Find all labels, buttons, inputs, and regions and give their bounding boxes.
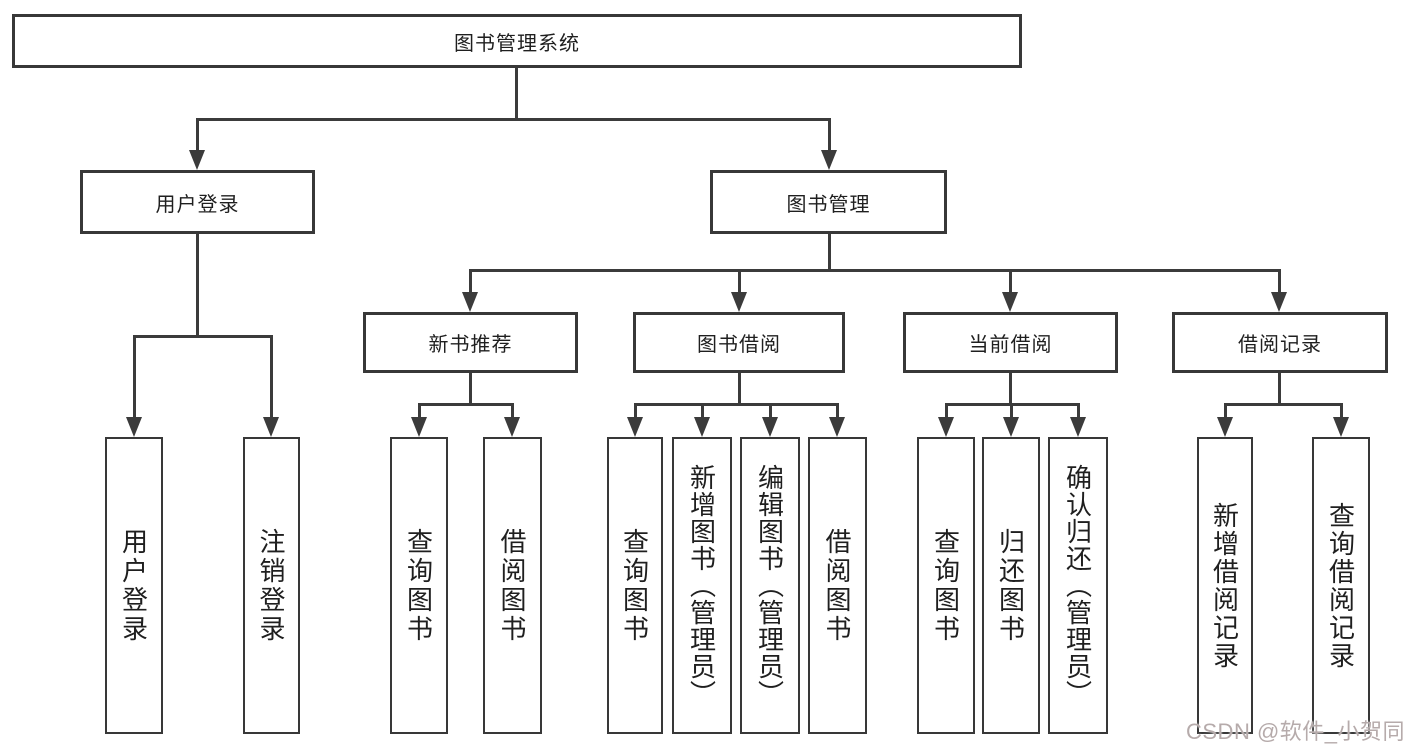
connector-line <box>828 234 831 272</box>
node-book-borrow: 图书借阅 <box>633 312 845 373</box>
arrow-down-icon <box>1070 417 1086 437</box>
arrow-down-icon <box>1002 292 1018 312</box>
leaf-edit-books-admin: 编辑图书（管理员） <box>740 437 800 734</box>
connector-line <box>133 335 273 338</box>
leaf-query-borrow-record: 查询借阅记录 <box>1312 437 1370 734</box>
arrow-down-icon <box>938 417 954 437</box>
leaf-borrow-books-recommend: 借阅图书 <box>483 437 542 734</box>
connector-line <box>1340 403 1343 419</box>
connector-line <box>1278 373 1281 406</box>
arrow-down-icon <box>762 417 778 437</box>
connector-line <box>1224 403 1227 419</box>
connector-line <box>1278 269 1281 295</box>
arrow-down-icon <box>462 292 478 312</box>
arrow-down-icon <box>263 417 279 437</box>
connector-line <box>418 403 514 406</box>
node-root: 图书管理系统 <box>12 14 1022 68</box>
connector-line <box>1010 403 1013 419</box>
connector-line <box>515 68 518 120</box>
connector-line <box>1009 373 1012 406</box>
connector-line <box>701 403 704 419</box>
connector-line <box>738 373 741 406</box>
arrow-down-icon <box>189 150 205 170</box>
leaf-add-borrow-record: 新增借阅记录 <box>1197 437 1253 734</box>
connector-line <box>945 403 948 419</box>
arrow-down-icon <box>1217 417 1233 437</box>
leaf-return-books: 归还图书 <box>982 437 1040 734</box>
leaf-borrow-books: 借阅图书 <box>808 437 867 734</box>
connector-line <box>634 403 637 419</box>
leaf-query-books-current: 查询图书 <box>917 437 975 734</box>
leaf-query-books-recommend: 查询图书 <box>390 437 448 734</box>
node-new-book-recommend: 新书推荐 <box>363 312 578 373</box>
arrow-down-icon <box>821 150 837 170</box>
connector-line <box>1077 403 1080 419</box>
arrow-down-icon <box>694 417 710 437</box>
arrow-down-icon <box>1003 417 1019 437</box>
arrow-down-icon <box>1271 292 1287 312</box>
connector-line <box>511 403 514 419</box>
leaf-logout: 注销登录 <box>243 437 300 734</box>
connector-line <box>634 403 839 406</box>
connector-line <box>469 373 472 406</box>
leaf-user-login: 用户登录 <box>105 437 163 734</box>
node-book-management: 图书管理 <box>710 170 947 234</box>
connector-line <box>196 118 199 152</box>
node-user-login: 用户登录 <box>80 170 315 234</box>
arrow-down-icon <box>504 417 520 437</box>
connector-line <box>270 335 273 419</box>
leaf-query-books-borrow: 查询图书 <box>607 437 663 734</box>
arrow-down-icon <box>731 292 747 312</box>
arrow-down-icon <box>829 417 845 437</box>
connector-line <box>1224 403 1343 406</box>
connector-line <box>133 335 136 419</box>
arrow-down-icon <box>411 417 427 437</box>
connector-line <box>738 269 741 295</box>
arrow-down-icon <box>627 417 643 437</box>
csdn-watermark: CSDN @软件_小贺同学 <box>1186 719 1405 744</box>
connector-line <box>196 234 199 338</box>
arrow-down-icon <box>126 417 142 437</box>
connector-line <box>769 403 772 419</box>
arrow-down-icon <box>1333 417 1349 437</box>
connector-line <box>469 269 472 295</box>
connector-line <box>196 118 831 121</box>
connector-line <box>828 118 831 152</box>
connector-line <box>418 403 421 419</box>
leaf-add-books-admin: 新增图书（管理员） <box>672 437 732 734</box>
connector-line <box>469 269 1281 272</box>
connector-line <box>1009 269 1012 295</box>
node-current-borrow: 当前借阅 <box>903 312 1118 373</box>
leaf-confirm-return-admin: 确认归还（管理员） <box>1048 437 1108 734</box>
node-borrow-records: 借阅记录 <box>1172 312 1388 373</box>
connector-line <box>836 403 839 419</box>
